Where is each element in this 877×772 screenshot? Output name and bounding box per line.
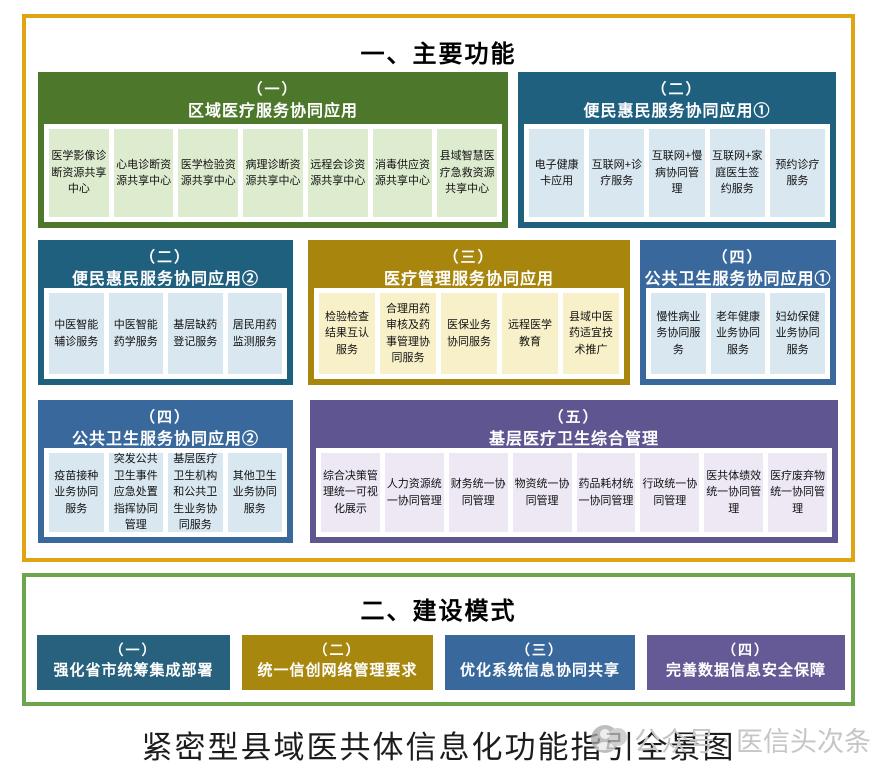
item-cell: 互联网+慢病协同管理 [649,129,705,217]
item-cell: 远程会诊资源共享中心 [307,129,368,217]
section-number: （一） [247,81,299,98]
item-cell: 突发公共卫生事件应急处置指挥协同管理 [108,453,163,532]
item-cell: 中医智能辅诊服务 [49,293,104,374]
section-name: 便民惠民服务协同应用② [71,270,259,288]
section-name: 医疗管理服务协同应用 [383,270,554,288]
item-cell: 基层医疗卫生机构和公共卫生业务协同服务 [168,453,223,532]
section-items-panel: 中医智能辅诊服务 中医智能药学服务 基层缺药登记服务 居民用药监测服务 [44,288,287,379]
section-header: （一） 区域医疗服务协同应用 [38,72,508,122]
section-header: （四） 公共卫生服务协同应用② [38,400,293,450]
main-functions-title: 一、主要功能 [360,41,517,68]
section-items-panel: 医学影像诊断资源共享中心 心电诊断资源共享中心 医学检验资源共享中心 病理诊断资… [44,124,502,222]
footer: 紧密型县域医共体信息化功能指引全景图 公众号 · 医信头次条 [0,714,877,772]
item-cell: 中医智能药学服务 [108,293,163,374]
section-header: （二） 便民惠民服务协同应用② [38,240,293,290]
mode-number: （四） [722,642,770,658]
item-cell: 行政统一协同管理 [640,453,700,532]
item-cell: 互联网+诊疗服务 [589,129,645,217]
mode-number: （二） [313,642,362,658]
section-primary-care-management: （五） 基层医疗卫生综合管理 综合决策管理统一可视化展示 人力资源统一协同管理 … [310,400,838,543]
mode-provincial-integration: （一） 强化省市统筹集成部署 [37,635,230,690]
item-cell: 县域智慧医疗急救资源共享中心 [437,129,498,217]
mode-data-security: （四） 完善数据信息安全保障 [647,635,845,690]
section-number: （三） [443,249,495,266]
section-name: 公共卫生服务协同应用① [644,270,832,288]
section-regional-medical-collab: （一） 区域医疗服务协同应用 医学影像诊断资源共享中心 心电诊断资源共享中心 医… [38,72,508,228]
item-cell: 人力资源统一协同管理 [384,453,444,532]
item-cell: 财务统一协同管理 [448,453,508,532]
section-number: （四） [712,249,764,266]
item-cell: 检验检查结果互认服务 [319,293,375,374]
item-cell: 综合决策管理统一可视化展示 [321,453,380,532]
item-cell: 老年健康业务协同服务 [710,293,766,374]
item-cell: 互联网+家庭医生签约服务 [709,129,765,217]
section-header: （五） 基层医疗卫生综合管理 [310,400,838,450]
mode-unified-network: （二） 统一信创网络管理要求 [242,635,433,690]
item-cell: 医保业务协同服务 [441,293,497,374]
section-header: （三） 医疗管理服务协同应用 [308,240,630,290]
section-public-convenience-1: （二） 便民惠民服务协同应用① 电子健康卡应用 互联网+诊疗服务 互联网+慢病协… [518,72,836,228]
section-number: （五） [548,409,600,426]
mode-number: （一） [109,642,158,658]
item-cell: 医学影像诊断资源共享中心 [49,129,109,217]
item-cell: 其他卫生业务协同服务 [227,453,282,532]
section-items-panel: 慢性病业务协同服务 老年健康业务协同服务 妇幼保健业务协同服务 [646,288,830,379]
section-name: 区域医疗服务协同应用 [187,102,358,120]
item-cell: 居民用药监测服务 [227,293,282,374]
item-cell: 电子健康卡应用 [529,129,585,217]
item-cell: 远程医学教育 [502,293,558,374]
section-medical-management: （三） 医疗管理服务协同应用 检验检查结果互认服务 合理用药审核及药事管理协同服… [308,240,630,385]
section-header: （四） 公共卫生服务协同应用① [640,240,836,290]
mode-name: 优化系统信息协同共享 [459,661,620,679]
mode-system-info-sharing: （三） 优化系统信息协同共享 [445,635,635,690]
section-public-health-1: （四） 公共卫生服务协同应用① 慢性病业务协同服务 老年健康业务协同服务 妇幼保… [640,240,836,385]
item-cell: 消毒供应资源共享中心 [372,129,433,217]
section-name: 便民惠民服务协同应用① [583,102,771,120]
section-items-panel: 电子健康卡应用 互联网+诊疗服务 互联网+慢病协同管理 互联网+家庭医生签约服务… [524,124,830,222]
section-number: （四） [139,409,191,426]
item-cell: 慢性病业务协同服务 [651,293,706,374]
section-public-health-2: （四） 公共卫生服务协同应用② 疫苗接种业务协同服务 突发公共卫生事件应急处置指… [38,400,293,543]
item-cell: 县域中医药适宜技术推广 [563,293,619,374]
mode-name: 强化省市统筹集成部署 [53,661,214,679]
item-cell: 合理用药审核及药事管理协同服务 [380,293,436,374]
item-cell: 基层缺药登记服务 [168,293,223,374]
item-cell: 心电诊断资源共享中心 [113,129,174,217]
section-header: （二） 便民惠民服务协同应用① [518,72,836,122]
section-name: 基层医疗卫生综合管理 [488,430,659,448]
construction-modes-title: 二、建设模式 [360,598,517,625]
section-name: 公共卫生服务协同应用② [71,430,259,448]
section-number: （二） [139,249,191,266]
section-items-panel: 综合决策管理统一可视化展示 人力资源统一协同管理 财务统一协同管理 物资统一协同… [316,448,832,537]
mode-number: （三） [516,642,564,658]
section-public-convenience-2: （二） 便民惠民服务协同应用② 中医智能辅诊服务 中医智能药学服务 基层缺药登记… [38,240,293,385]
item-cell: 物资统一协同管理 [512,453,572,532]
item-cell: 妇幼保健业务协同服务 [770,293,826,374]
mode-name: 完善数据信息安全保障 [665,661,826,679]
mode-name: 统一信创网络管理要求 [257,661,418,679]
item-cell: 医疗废弃物统一协同管理 [768,453,827,532]
item-cell: 疫苗接种业务协同服务 [49,453,104,532]
section-items-panel: 检验检查结果互认服务 合理用药审核及药事管理协同服务 医保业务协同服务 远程医学… [314,288,624,379]
item-cell: 药品耗材统一协同管理 [576,453,636,532]
item-cell: 预约诊疗服务 [769,129,826,217]
page-title: 紧密型县域医共体信息化功能指引全景图 [141,730,736,765]
item-cell: 医学检验资源共享中心 [178,129,239,217]
section-items-panel: 疫苗接种业务协同服务 突发公共卫生事件应急处置指挥协同管理 基层医疗卫生机构和公… [44,448,287,537]
section-number: （二） [651,81,703,98]
item-cell: 病理诊断资源共享中心 [243,129,303,217]
item-cell: 医共体绩效统一协同管理 [704,453,764,532]
